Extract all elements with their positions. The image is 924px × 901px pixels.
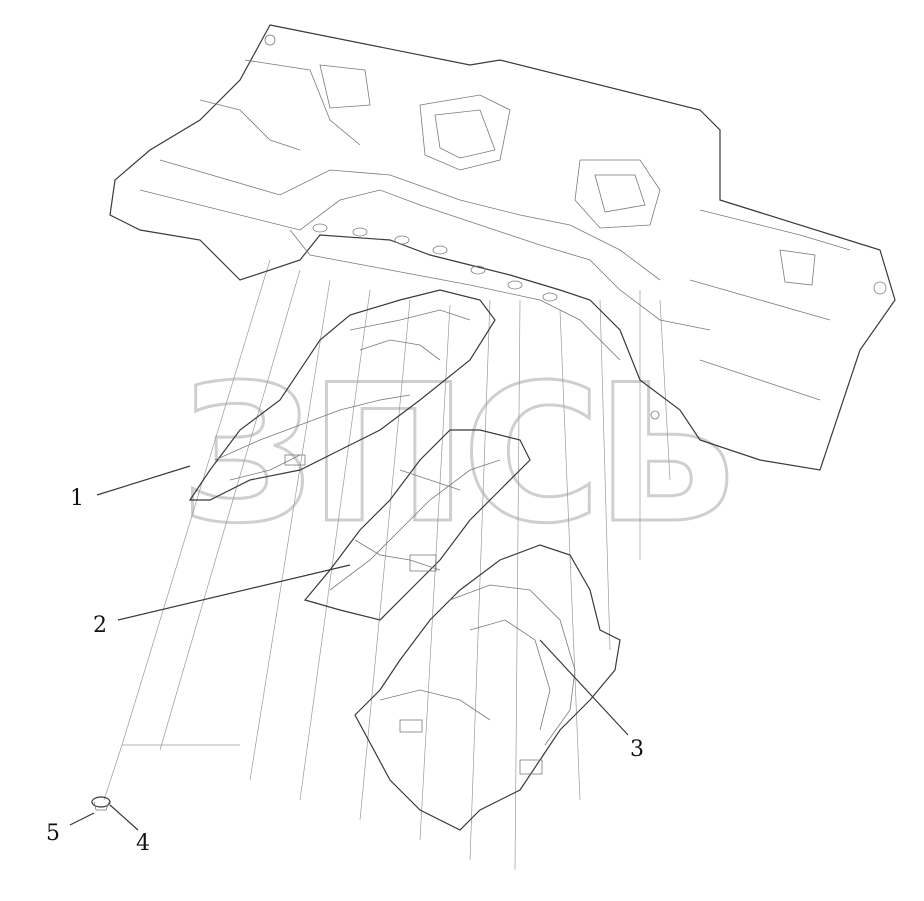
part-2-center-panel	[303, 429, 531, 621]
callout-2: 2	[93, 613, 107, 638]
floor-panel-main	[109, 24, 896, 471]
callout-4: 4	[136, 831, 150, 856]
part-1-left-panel	[188, 289, 496, 501]
callout-5: 5	[46, 821, 60, 846]
part-4-5-clip	[91, 796, 111, 811]
leader-lines	[69, 465, 629, 831]
projection-lines	[103, 259, 671, 871]
callout-1: 1	[70, 486, 84, 511]
watermark: ЗПСЬ	[180, 344, 734, 565]
callout-3: 3	[630, 737, 644, 762]
part-3-right-panel	[354, 544, 621, 831]
